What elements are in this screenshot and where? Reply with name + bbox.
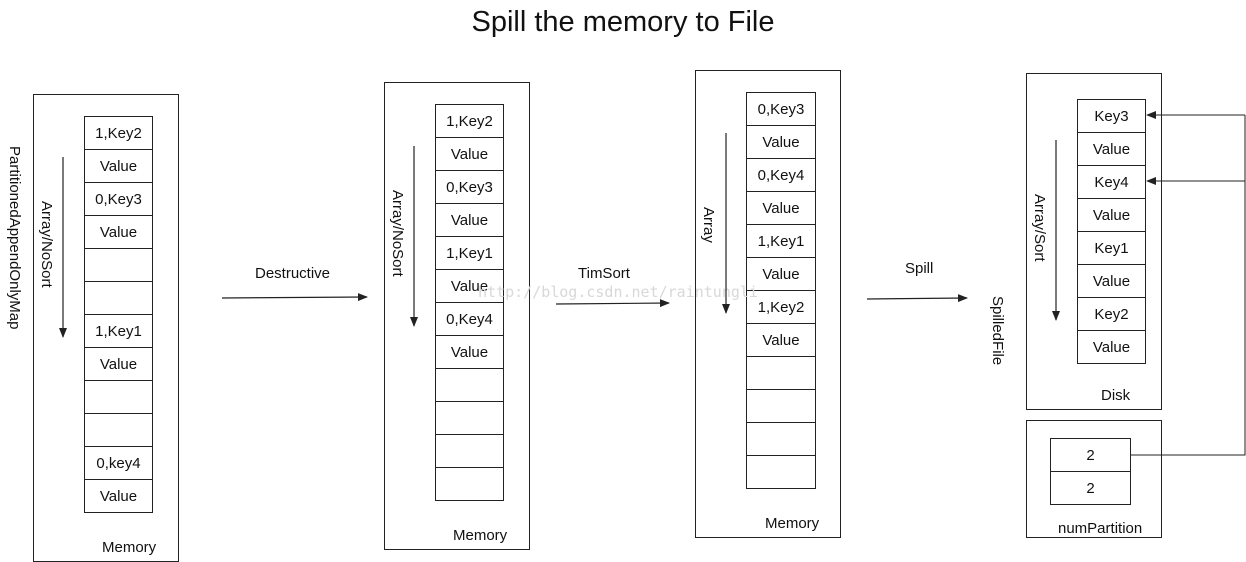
array-cell: Value — [1078, 331, 1145, 364]
array-cell — [85, 381, 152, 414]
array-cell: Value — [436, 138, 503, 171]
array-cell: 0,Key4 — [436, 303, 503, 336]
array-label-1: Array/NoSort — [38, 201, 55, 288]
array-cell — [436, 402, 503, 435]
array-cell: 1,Key1 — [85, 315, 152, 348]
array-cell — [85, 414, 152, 447]
array-cell: Value — [747, 192, 815, 225]
array-cell — [436, 435, 503, 468]
container-label-4: Disk — [1101, 387, 1131, 404]
partition-column: 2 2 — [1050, 438, 1131, 505]
transition-label-destructive: Destructive — [255, 265, 331, 282]
array-cell — [436, 468, 503, 501]
side-label-disk: SpilledFile — [989, 296, 1006, 366]
side-label-map: PartitionedAppendOnlyMap — [6, 146, 23, 330]
array-column-4: Key3 Value Key4 Value Key1 Value Key2 Va… — [1077, 99, 1146, 364]
partition-label: numPartition — [1058, 520, 1143, 537]
array-cell: 0,Key3 — [436, 171, 503, 204]
diagram-title: Spill the memory to File — [471, 6, 775, 38]
array-cell: Value — [436, 270, 503, 303]
array-cell: Value — [747, 258, 815, 291]
array-cell: 1,Key2 — [436, 105, 503, 138]
array-cell: Value — [1078, 199, 1145, 232]
array-cell: 0,key4 — [85, 447, 152, 480]
memory-container-3: Array Memory — [695, 70, 841, 538]
array-cell — [747, 390, 815, 423]
array-cell: 0,Key3 — [747, 93, 815, 126]
array-cell: Value — [436, 204, 503, 237]
array-cell: Value — [747, 126, 815, 159]
transition-arrow-spill — [866, 294, 968, 303]
partition-pointer-line — [1131, 115, 1246, 456]
array-cell — [436, 369, 503, 402]
array-cell: Value — [436, 336, 503, 369]
array-cell: 1,Key2 — [747, 291, 815, 324]
array-cell: Value — [1078, 133, 1145, 166]
array-cell: 1,Key1 — [436, 237, 503, 270]
array-cell — [85, 282, 152, 315]
array-cell — [747, 357, 815, 390]
array-cell — [85, 249, 152, 282]
array-label-2: Array/NoSort — [389, 190, 406, 277]
array-cell: 0,Key4 — [747, 159, 815, 192]
array-cell: Value — [85, 348, 152, 381]
array-cell: Value — [85, 480, 152, 513]
array-cell — [747, 456, 815, 489]
array-cell: Key4 — [1078, 166, 1145, 199]
transition-label-timsort: TimSort — [578, 265, 630, 282]
container-label-3: Memory — [765, 515, 820, 532]
watermark: http://blog.csdn.net/raintungli — [478, 283, 758, 301]
array-label-4: Array/Sort — [1031, 194, 1048, 262]
transition-arrow-destructive — [221, 293, 368, 302]
transition-label-spill: Spill — [905, 260, 934, 277]
container-label-2: Memory — [453, 527, 508, 544]
partition-cell: 2 — [1051, 472, 1130, 505]
memory-container-2: Array/NoSort Memory — [384, 82, 530, 550]
array-cell: Value — [747, 324, 815, 357]
array-cell: Key1 — [1078, 232, 1145, 265]
partition-cell: 2 — [1051, 439, 1130, 472]
transition-arrow-timsort — [555, 299, 670, 308]
array-cell: 1,Key1 — [747, 225, 815, 258]
array-cell: Value — [85, 216, 152, 249]
array-cell: Value — [85, 150, 152, 183]
container-label-1: Memory — [102, 539, 157, 556]
array-label-3: Array — [700, 207, 717, 243]
array-cell: Key2 — [1078, 298, 1145, 331]
array-cell — [747, 423, 815, 456]
disk-container: Array/Sort Disk — [1026, 73, 1162, 410]
array-column-3: 0,Key3 Value 0,Key4 Value 1,Key1 Value 1… — [746, 92, 816, 489]
array-column-2: 1,Key2 Value 0,Key3 Value 1,Key1 Value 0… — [435, 104, 504, 501]
partition-container: numPartition — [1026, 420, 1162, 538]
array-cell: 1,Key2 — [85, 117, 152, 150]
array-column-1: 1,Key2 Value 0,Key3 Value 1,Key1 Value 0… — [84, 116, 153, 513]
array-cell: Value — [1078, 265, 1145, 298]
array-cell: 0,Key3 — [85, 183, 152, 216]
array-cell: Key3 — [1078, 100, 1145, 133]
